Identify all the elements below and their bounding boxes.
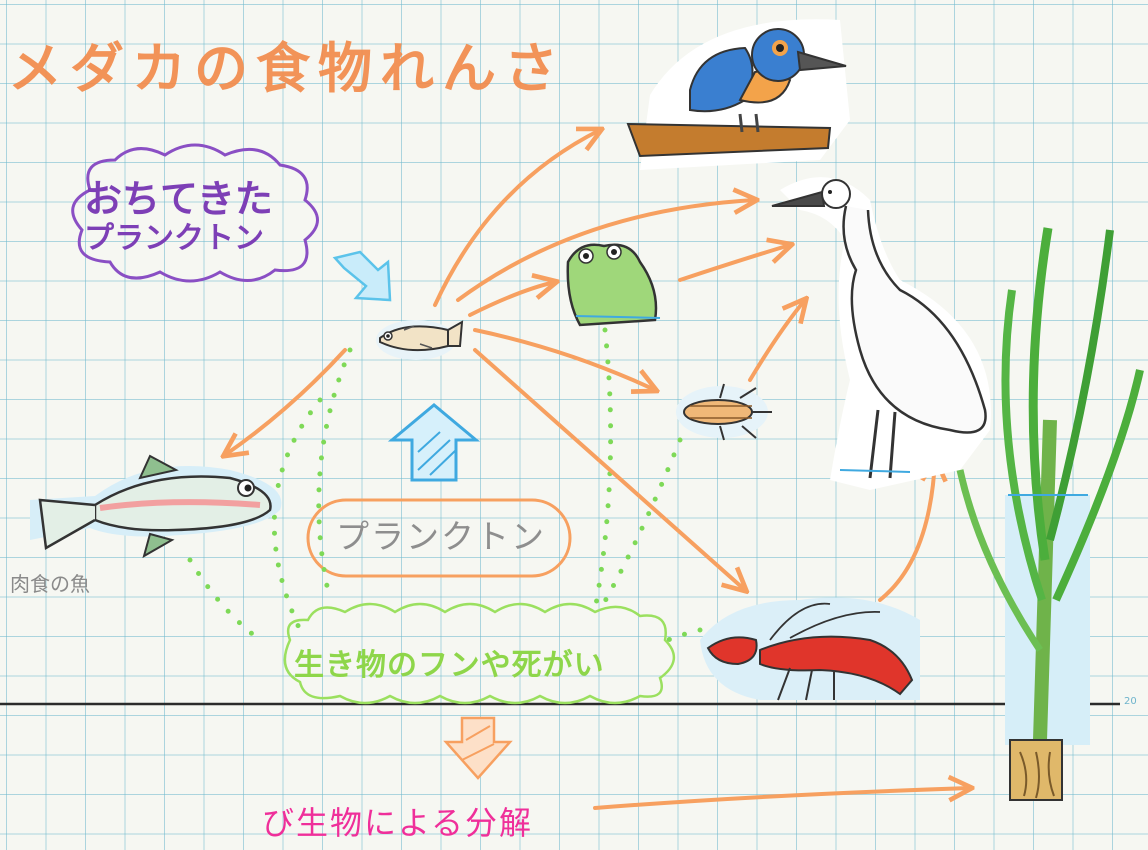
waste-and-remains-label: 生き物のフンや死がい [294,648,605,683]
waste-cloud [283,602,675,705]
dead-plankton-label-line1: おちてきた [84,177,273,221]
dead-plankton-label: おちてきた プランクトン [84,177,273,256]
egret-icon [771,177,991,490]
trout-icon [30,454,282,559]
page-number: 20 [1124,696,1137,707]
medaka-icon [376,320,464,360]
plankton-oval [306,498,572,578]
rice-plant-icon [956,227,1144,801]
decomposition-arrow [593,788,970,810]
predation-arrows [225,130,935,602]
carnivorous-fish-label: 肉食の魚 [10,572,90,596]
plankton-label: プランクトン [336,517,546,556]
waste-dotted-lines [187,327,703,643]
decomposition-down-arrow [443,716,513,780]
diagram-title: メダカの食物れんさ [8,37,566,100]
falling-plankton-arrow [332,250,392,302]
microbe-decomposition-label: び生物による分解 [262,804,534,842]
frog-icon [566,243,661,327]
kingfisher-icon [626,19,850,171]
dead-plankton-bubble [71,143,319,283]
plankton-up-arrow [387,403,481,482]
dead-plankton-label-line2: プランクトン [84,220,264,256]
crayfish-icon [700,597,920,701]
water-bug-larva-icon [676,383,772,441]
